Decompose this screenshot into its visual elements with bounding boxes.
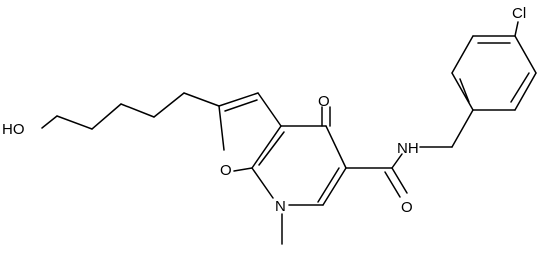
bond-c2-c3-double: [224, 99, 258, 112]
bond-ar-cl: [514, 21, 519, 37]
atom-label-keto-oxygen: O: [318, 93, 330, 110]
bond-chain-2: [91, 103, 122, 130]
bond-ar-5-inner: [510, 72, 530, 103]
bond-c-amide-o-double: [384, 171, 401, 198]
atom-label-chlorine: Cl: [512, 5, 526, 22]
bond-chain-1: [56, 115, 93, 130]
bond-ho-c1: [41, 115, 58, 129]
atom-labels: HO O N O NH O Cl: [2, 5, 526, 216]
bond-ar-1: [451, 72, 474, 111]
bond-ar-2: [451, 35, 474, 74]
bond-n-c7a: [251, 167, 274, 199]
bond-ch2-aryl: [451, 109, 474, 148]
bond-c3-c3a: [257, 92, 282, 127]
atom-label-amide-oxygen: O: [401, 199, 413, 216]
bond-chain-4: [153, 92, 185, 118]
bonds: [41, 21, 537, 245]
bond-c-amide-nh: [391, 153, 403, 169]
bond-chain-3: [120, 103, 155, 118]
atom-label-hydroxyl: HO: [2, 121, 25, 138]
bond-c5-c6-double: [317, 167, 340, 203]
atom-label-ring-nitrogen: N: [275, 198, 286, 215]
bond-c7a-c3a-double: [258, 131, 285, 166]
atom-label-furan-oxygen: O: [220, 162, 232, 179]
bond-ar-1-inner: [459, 78, 470, 103]
bond-c2-o: [218, 105, 225, 151]
bond-o-c7a: [233, 167, 253, 172]
bond-c2-c3: [218, 92, 259, 107]
atom-label-amide-nh: NH: [397, 140, 419, 157]
bond-c4-c5: [325, 125, 347, 169]
bond-ar-5: [514, 72, 537, 111]
bond-c7a-c3a: [251, 125, 282, 169]
bond-c-amide-o: [391, 167, 408, 194]
bond-chain-5: [183, 92, 220, 107]
bond-ar-4: [514, 35, 537, 74]
bond-c5-c6: [322, 167, 347, 206]
